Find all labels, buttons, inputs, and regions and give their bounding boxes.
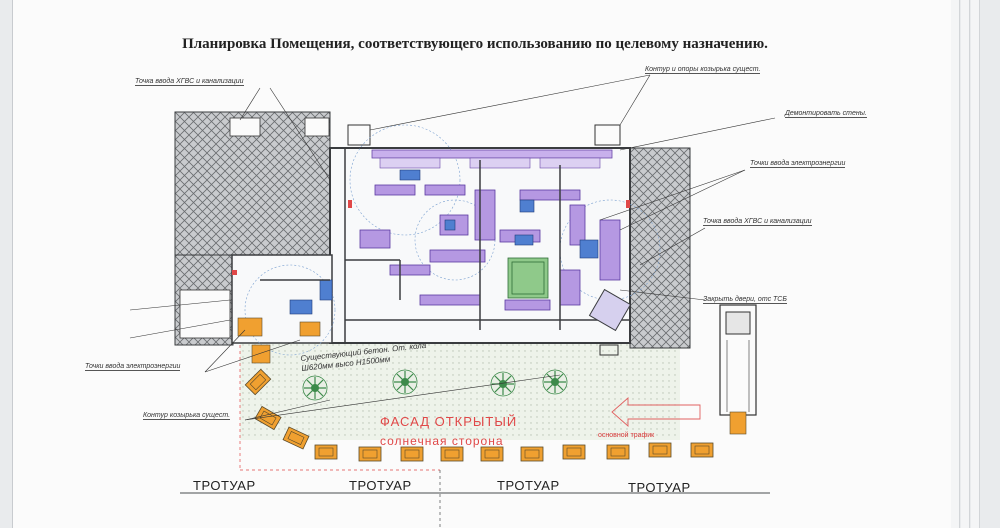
document-title: Планировка Помещения, соответствующего и… xyxy=(182,36,768,52)
callout-water-right: Точка ввода ХГВС и канализации xyxy=(703,218,812,226)
paper-edge xyxy=(961,0,970,528)
sidewalk-label: ТРОТУАР xyxy=(497,478,560,493)
sidewalk-label: ТРОТУАР xyxy=(193,478,256,493)
callout-power-right: Точки ввода электроэнергии xyxy=(750,160,846,168)
facade-sublabel: солнечная сторона xyxy=(380,434,504,448)
callout-power-left: Точки ввода электроэнергии xyxy=(85,363,181,371)
callout-canopy-top: Контур и опоры козырька сущест. xyxy=(645,66,761,74)
sidewalk-label: ТРОТУАР xyxy=(349,478,412,493)
traffic-label: основной трафик xyxy=(598,432,655,439)
sidewalk-label: ТРОТУАР xyxy=(628,480,691,495)
facade-label: ФАСАД ОТКРЫТЫЙ xyxy=(380,414,518,429)
callout-water-top-left: Точка ввода ХГВС и канализации xyxy=(135,78,244,86)
paper-edge xyxy=(971,0,980,528)
callout-door-close: Закрыть двери, отс ТСБ xyxy=(703,296,787,304)
hatched-wall-zone xyxy=(629,147,691,349)
callout-canopy-bottom: Контур козырька сущест. xyxy=(143,412,231,420)
paper-edge xyxy=(951,0,960,528)
callout-wall-demount: Демонтировать стены. xyxy=(785,110,867,118)
